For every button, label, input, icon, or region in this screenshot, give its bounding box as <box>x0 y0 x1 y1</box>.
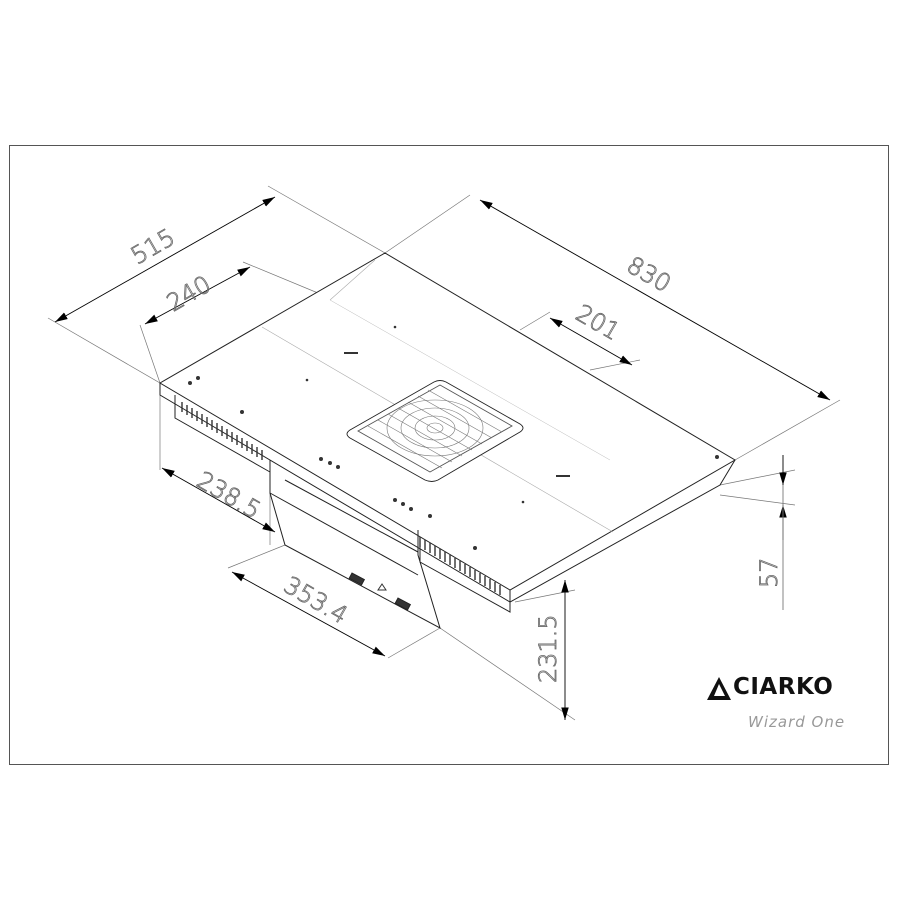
dim-label-830: 830 <box>622 251 676 298</box>
dim-line-240 <box>144 266 251 325</box>
dim-label-57: 57 <box>755 557 783 588</box>
control-dots <box>188 325 719 550</box>
dim-line-238-5 <box>161 467 276 533</box>
dim-label-201: 201 <box>571 299 625 346</box>
dim-line-830 <box>479 199 831 401</box>
ciarko-logo-icon <box>707 677 731 700</box>
dim-line-515 <box>54 196 276 323</box>
motor-unit <box>269 460 441 630</box>
vent-slots-left <box>181 402 263 460</box>
drawing-frame <box>9 145 889 765</box>
dim-label-238-5: 238.5 <box>192 466 266 525</box>
vent-grille <box>346 380 524 482</box>
dim-label-353-4: 353.4 <box>279 571 353 630</box>
dim-label-515: 515 <box>126 223 180 270</box>
vent-slots-right <box>419 537 501 595</box>
brand-name: CIARKO <box>733 674 834 700</box>
model-name: Wizard One <box>748 713 846 731</box>
dim-line-353-4 <box>231 571 386 657</box>
dim-line-201 <box>549 317 633 366</box>
dim-label-231-5: 231.5 <box>534 614 562 683</box>
dimension-lines <box>54 196 831 720</box>
